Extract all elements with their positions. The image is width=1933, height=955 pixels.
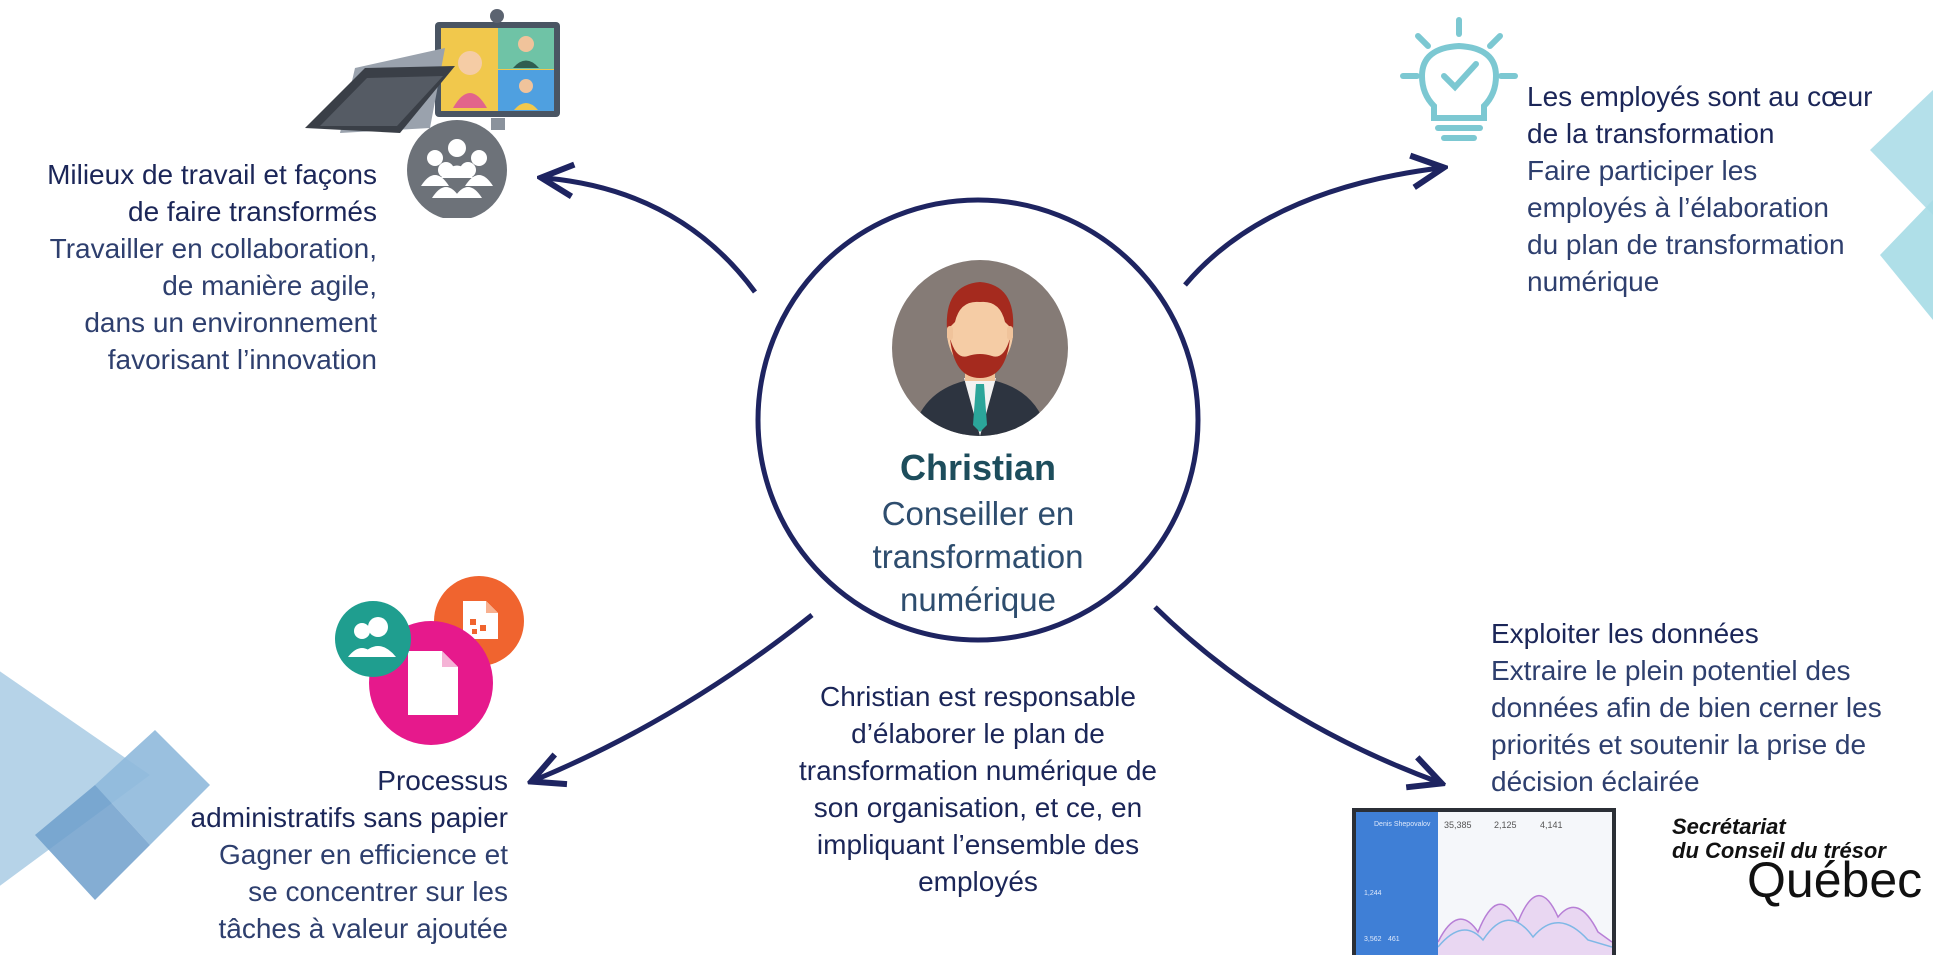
description-line: impliquant l’ensemble des: [816, 829, 1140, 860]
arrow-bottom-right: [1153, 605, 1438, 782]
avatar: [892, 260, 1068, 436]
center-name: Christian: [899, 447, 1057, 488]
workplace-body-line: dans un environnement: [84, 307, 377, 338]
employees-body-line: du plan de transformation: [1527, 229, 1845, 260]
paperless-block: Processus administratifs sans papier Gag…: [100, 762, 508, 947]
center-role: Conseiller en transformation numérique: [820, 492, 1136, 621]
workplace-body-line: Travailler en collaboration,: [49, 233, 377, 264]
description-line: son organisation, et ce, en: [813, 792, 1143, 823]
data-body-line: données afin de bien cerner les: [1491, 692, 1882, 723]
description-line: Christian est responsable: [820, 681, 1136, 712]
description-line: transformation numérique de: [799, 755, 1157, 786]
arrow-top-right: [1183, 168, 1440, 287]
logo-line: Secrétariat: [1672, 814, 1786, 839]
workplace-title-line: Milieux de travail et façons: [47, 159, 377, 190]
dashboard-side-stat: 461: [1388, 936, 1400, 943]
description-line: employés: [918, 866, 1038, 897]
workplace-title-line: de faire transformés: [128, 196, 377, 227]
dashboard-stat: 4,141: [1540, 820, 1563, 830]
paperless-icons: [335, 576, 524, 745]
role-line: transformation: [872, 538, 1084, 575]
dashboard-sidebar: Denis Shepovalov 1,244 3,562 461: [1356, 812, 1438, 955]
description-line: d’élaborer le plan de: [851, 718, 1105, 749]
workplace-body-line: favorisant l’innovation: [107, 344, 377, 375]
paperless-body-line: tâches à valeur ajoutée: [218, 913, 508, 944]
logo-line: du Conseil du trésor: [1672, 838, 1886, 863]
data-body-line: décision éclairée: [1491, 766, 1700, 797]
paperless-body-line: Gagner en efficience et: [218, 839, 508, 870]
workplace-body-line: de manière agile,: [162, 270, 377, 301]
employees-title-line: Les employés sont au cœur: [1527, 81, 1873, 112]
diamond-right-top: [1870, 90, 1933, 215]
workplace-block: Milieux de travail et façons de faire tr…: [0, 156, 377, 378]
center-circle: [755, 197, 1201, 643]
role-line: Conseiller en: [881, 495, 1075, 532]
users-teal-icon: [335, 601, 411, 677]
dashboard-stat: 2,125: [1494, 820, 1517, 830]
employees-body-line: employés à l’élaboration: [1527, 192, 1829, 223]
paperless-title-line: Processus: [377, 765, 508, 796]
lightbulb-icon: [1400, 17, 1518, 141]
arrow-top-left: [545, 178, 758, 294]
diamond-left-large: [0, 671, 150, 886]
role-line: numérique: [900, 581, 1056, 618]
laptop-videoconference-icon: [305, 9, 560, 218]
employees-title-line: de la transformation: [1527, 118, 1775, 149]
employees-block: Les employés sont au cœur de la transfor…: [1527, 78, 1933, 300]
center-description: Christian est responsable d’élaborer le …: [760, 678, 1196, 900]
paperless-body-line: se concentrer sur les: [248, 876, 508, 907]
dashboard-user: Denis Shepovalov: [1374, 821, 1431, 828]
dashboard-stat: 35,385: [1444, 820, 1472, 830]
dashboard-screenshot: Denis Shepovalov 1,244 3,562 461 35,385 …: [1352, 808, 1616, 955]
diamond-right-mid: [1880, 200, 1933, 320]
dashboard-chart: [1438, 895, 1612, 955]
employees-body-line: Faire participer les: [1527, 155, 1758, 186]
dashboard-side-stat: 1,244: [1364, 890, 1382, 897]
paperless-title-line: administratifs sans papier: [190, 802, 508, 833]
employees-body-line: numérique: [1527, 266, 1660, 297]
dashboard-side-stat: 3,562: [1364, 936, 1382, 943]
data-block: Exploiter les données Extraire le plein …: [1491, 615, 1933, 800]
dashboard-main: 35,385 2,125 4,141: [1438, 812, 1612, 955]
diamond-left-small: [95, 730, 210, 845]
arrow-bottom-left: [535, 613, 814, 780]
data-body-line: priorités et soutenir la prise de: [1491, 729, 1867, 760]
logo-quebec: Québec: [1747, 852, 1923, 908]
diamond-left-dark: [35, 785, 150, 900]
data-title: Exploiter les données: [1491, 618, 1759, 649]
sct-logo: Secrétariat du Conseil du trésor Québec: [1672, 814, 1933, 906]
data-body-line: Extraire le plein potentiel des: [1491, 655, 1851, 686]
